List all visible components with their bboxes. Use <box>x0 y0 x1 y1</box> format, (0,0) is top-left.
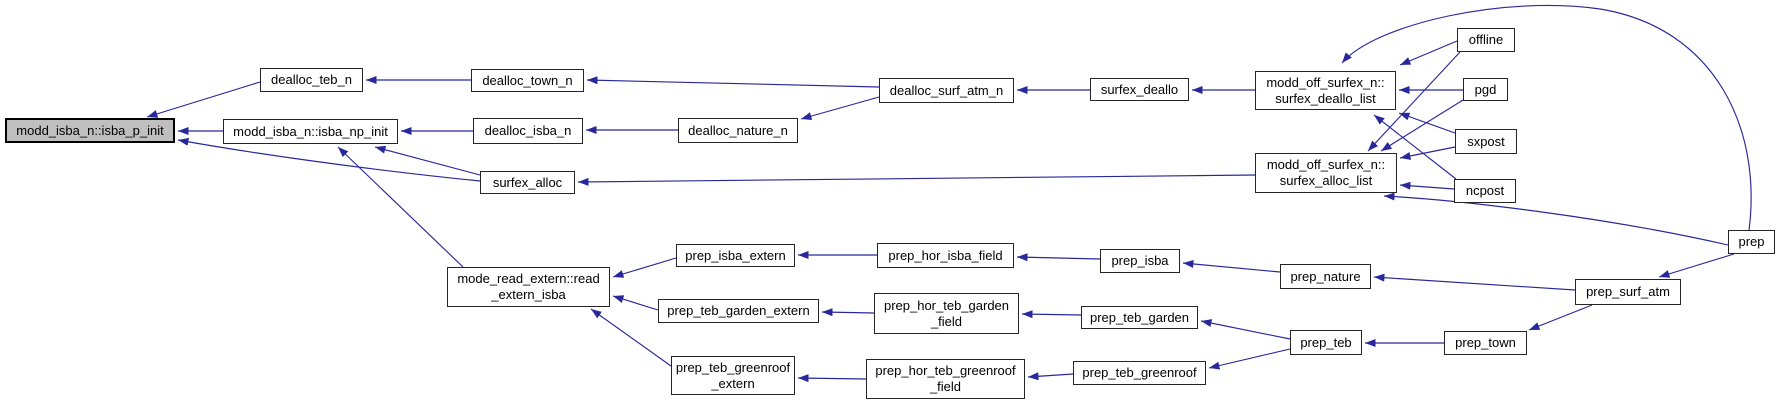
node-label-line: mode_read_extern::read <box>457 271 600 286</box>
node-isba_p_init: modd_isba_n::isba_p_init <box>5 118 175 143</box>
node-dealloc_isba_n[interactable]: dealloc_isba_n <box>473 118 583 144</box>
node-label-line: prep_isba <box>1111 253 1169 268</box>
edge-prep_surf_atm-to-prep_nature <box>1373 273 1576 291</box>
edge-sxpost-to-surfex_deallo_list <box>1398 112 1456 134</box>
node-prep_isba_extern[interactable]: prep_isba_extern <box>676 244 795 267</box>
node-dealloc_nature_n[interactable]: dealloc_nature_n <box>678 118 798 143</box>
node-label-line: prep_isba_extern <box>685 247 786 263</box>
node-label-line: dealloc_town_n <box>482 72 573 88</box>
edge-read_extern_isba-to-isba_np_init <box>337 146 464 268</box>
node-prep_teb_greenroof[interactable]: prep_teb_greenroof <box>1073 361 1206 385</box>
edge-surfex_alloc_list-to-surfex_alloc <box>577 174 1256 186</box>
node-prep_teb_greenroof_extern[interactable]: prep_teb_greenroof_extern <box>671 356 795 395</box>
node-prep_teb[interactable]: prep_teb <box>1290 330 1362 355</box>
edge-surfex_alloc-to-isba_p_init <box>177 137 481 182</box>
node-label-line: _extern <box>711 375 755 391</box>
node-prep_hor_teb_greenroof_field[interactable]: prep_hor_teb_greenroof_field <box>866 359 1025 399</box>
node-read_extern_isba[interactable]: mode_read_extern::read_extern_isba <box>447 267 610 307</box>
edge-prep_nature-to-prep_isba <box>1182 259 1281 273</box>
node-ncpost[interactable]: ncpost <box>1454 179 1516 203</box>
edge-prep_isba_extern-to-read_extern_isba <box>612 257 677 278</box>
node-prep_teb_garden[interactable]: prep_teb_garden <box>1081 306 1198 329</box>
edge-dealloc_teb_n-to-isba_p_init <box>146 81 261 118</box>
node-label-line: _extern_isba <box>491 287 566 302</box>
node-label-line: dealloc_nature_n <box>688 122 788 138</box>
edge-dealloc_surf_atm_n-to-dealloc_nature_n <box>800 96 880 120</box>
edge-prep_teb-to-prep_teb_greenroof <box>1208 348 1291 370</box>
node-sxpost[interactable]: sxpost <box>1455 129 1517 154</box>
node-surfex_alloc[interactable]: surfex_alloc <box>480 171 575 194</box>
edge-prep-to-surfex_deallo_list <box>1341 4 1752 231</box>
edge-dealloc_surf_atm_n-to-dealloc_town_n <box>586 76 880 88</box>
node-label-line: surfex_deallo <box>1100 81 1179 97</box>
node-label-line: surfex_deallo_list <box>1275 90 1376 106</box>
edge-prep_teb_garden_extern-to-read_extern_isba <box>612 295 659 311</box>
node-label-line: _field <box>930 313 963 329</box>
node-label-line: modd_off_surfex_n:: <box>1266 157 1386 172</box>
node-label-line: prep_hor_isba_field <box>888 247 1003 263</box>
edge-prep-to-surfex_alloc_list <box>1383 192 1729 246</box>
node-prep_hor_isba_field[interactable]: prep_hor_isba_field <box>877 243 1014 268</box>
edge-prep_hor_teb_garden_field-to-prep_teb_garden_extern <box>821 308 875 317</box>
node-dealloc_teb_n[interactable]: dealloc_teb_n <box>260 68 363 92</box>
node-label-line: prep_teb_greenroof <box>1082 365 1197 380</box>
node-label-line: _field <box>929 379 962 394</box>
node-prep_town[interactable]: prep_town <box>1444 331 1527 355</box>
node-isba_np_init[interactable]: modd_isba_n::isba_np_init <box>223 119 398 144</box>
node-label-line: prep_teb_greenroof <box>675 359 791 375</box>
node-label-line: prep_teb_garden_extern <box>667 303 810 318</box>
node-prep_nature[interactable]: prep_nature <box>1280 264 1371 289</box>
node-label-line: prep_teb <box>1300 334 1352 350</box>
edge-sxpost-to-surfex_alloc_list <box>1399 146 1456 160</box>
node-surfex_deallo_list[interactable]: modd_off_surfex_n::surfex_deallo_list <box>1255 71 1396 110</box>
node-prep[interactable]: prep <box>1728 230 1775 254</box>
node-label-line: dealloc_isba_n <box>484 123 572 138</box>
node-label-line: prep_nature <box>1290 268 1361 284</box>
node-surfex_alloc_list[interactable]: modd_off_surfex_n::surfex_alloc_list <box>1255 153 1397 193</box>
node-label-line: surfex_alloc_list <box>1279 173 1373 188</box>
node-label-line: prep_hor_teb_greenroof <box>875 363 1016 378</box>
edge-prep_teb-to-prep_teb_garden <box>1200 319 1291 340</box>
edge-prep_hor_teb_greenroof_field-to-prep_teb_greenroof_extern <box>797 374 867 383</box>
node-label-line: prep_surf_atm <box>1586 284 1670 299</box>
edge-prep-to-prep_surf_atm <box>1658 253 1735 278</box>
node-label-line: sxpost <box>1467 133 1505 149</box>
node-label-line: modd_isba_n::isba_p_init <box>16 122 164 138</box>
node-label-line: pgd <box>1474 81 1497 97</box>
node-label-line: prep_town <box>1455 335 1516 350</box>
edge-offline-to-surfex_deallo_list <box>1399 40 1458 66</box>
node-label-line: dealloc_teb_n <box>271 72 352 87</box>
node-prep_surf_atm[interactable]: prep_surf_atm <box>1575 279 1681 305</box>
edge-prep_teb_greenroof-to-prep_hor_teb_greenroof_field <box>1027 372 1074 381</box>
node-label-line: modd_off_surfex_n:: <box>1266 74 1385 90</box>
node-prep_hor_teb_garden_field[interactable]: prep_hor_teb_garden_field <box>874 293 1019 334</box>
node-dealloc_surf_atm_n[interactable]: dealloc_surf_atm_n <box>879 78 1014 103</box>
node-label-line: prep_hor_teb_garden <box>883 297 1010 313</box>
edge-surfex_alloc-to-isba_np_init <box>374 145 481 176</box>
node-pgd[interactable]: pgd <box>1463 78 1508 101</box>
node-label-line: dealloc_surf_atm_n <box>889 82 1004 98</box>
node-label-line: offline <box>1468 32 1504 47</box>
edge-prep_teb_garden-to-prep_hor_teb_garden_field <box>1021 310 1082 319</box>
node-surfex_deallo[interactable]: surfex_deallo <box>1090 78 1189 101</box>
edge-prep_isba-to-prep_hor_isba_field <box>1016 253 1101 262</box>
node-label-line: ncpost <box>1465 183 1505 198</box>
edge-prep_surf_atm-to-prep_town <box>1528 304 1593 331</box>
node-label-line: surfex_alloc <box>492 174 563 190</box>
node-prep_teb_garden_extern[interactable]: prep_teb_garden_extern <box>658 299 819 323</box>
node-prep_isba[interactable]: prep_isba <box>1100 249 1180 273</box>
node-label-line: prep_teb_garden <box>1089 309 1190 325</box>
node-offline[interactable]: offline <box>1457 28 1515 52</box>
node-label-line: prep <box>1738 234 1765 249</box>
edge-ncpost-to-surfex_alloc_list <box>1399 181 1455 190</box>
node-dealloc_town_n[interactable]: dealloc_town_n <box>471 69 584 92</box>
node-label-line: modd_isba_n::isba_np_init <box>233 123 388 139</box>
